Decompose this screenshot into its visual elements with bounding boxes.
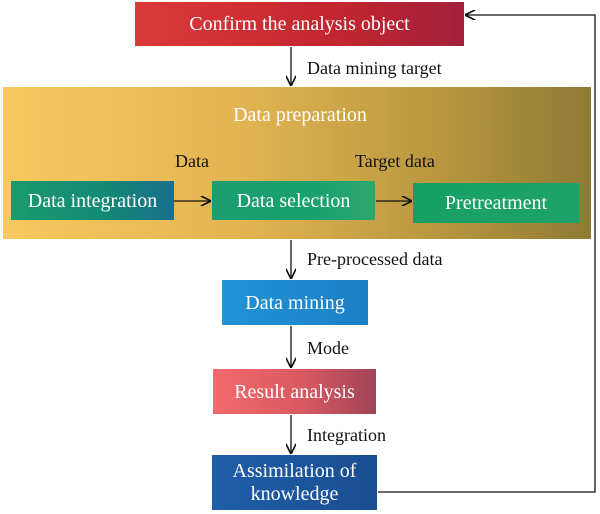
node-assimilation-line2: knowledge	[250, 482, 339, 505]
node-data-integration: Data integration	[11, 181, 174, 220]
node-data-mining: Data mining	[222, 280, 368, 325]
edge-label-integration: Integration	[307, 425, 386, 445]
edge-label-mode: Mode	[307, 338, 349, 358]
node-assimilation-line1: Assimilation of	[232, 459, 357, 482]
edge-label-pre-processed-data: Pre-processed data	[307, 249, 443, 269]
edge-label-target-data: Target data	[355, 151, 435, 171]
edge-label-data-mining-target: Data mining target	[307, 58, 442, 78]
node-pretreatment: Pretreatment	[413, 183, 579, 223]
arrow-feedback-to-confirm	[378, 15, 596, 493]
node-assimilation-of-knowledge: Assimilation of knowledge	[212, 455, 377, 510]
group-data-preparation-title: Data preparation	[233, 104, 367, 126]
node-data-selection: Data selection	[212, 181, 375, 220]
node-confirm-analysis-object: Confirm the analysis object	[135, 2, 464, 46]
node-result-analysis: Result analysis	[213, 369, 376, 414]
edge-label-data: Data	[175, 151, 209, 171]
